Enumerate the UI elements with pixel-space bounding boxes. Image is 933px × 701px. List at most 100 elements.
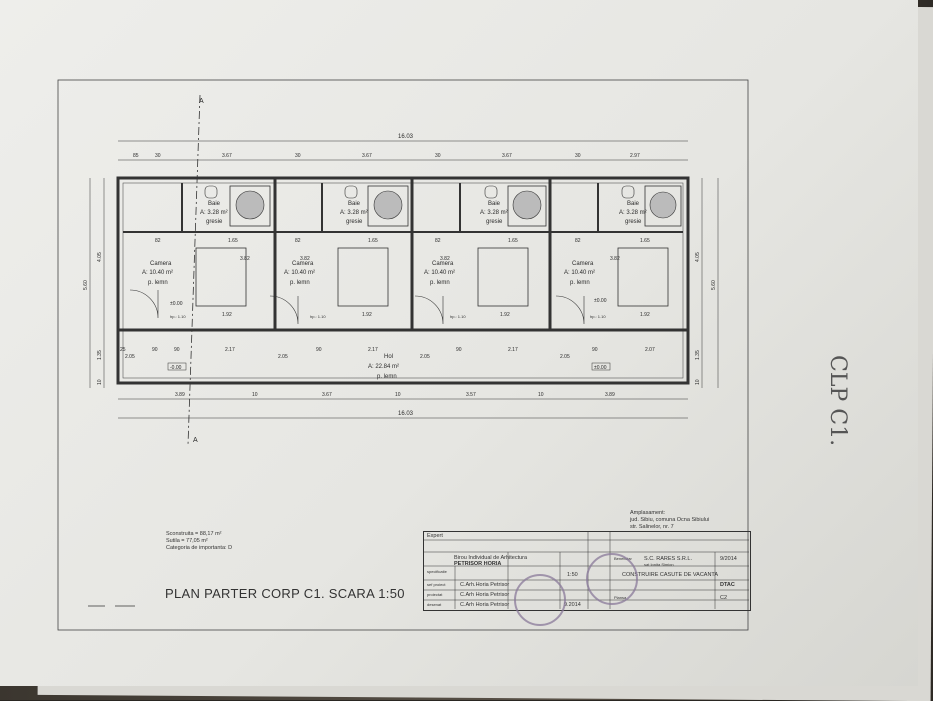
svg-text:1.92: 1.92 [640,312,650,318]
official-stamp [586,553,638,605]
svg-text:3.82: 3.82 [300,256,310,262]
bed [617,247,669,307]
bottom-dim: 3.89 [605,392,615,398]
handwritten-note: CLP C1. [825,355,850,447]
plan-title: PLAN PARTER CORP C1. SCARA 1:50 [165,586,405,601]
tb-author: C.Arh.Horia Petrisor [460,582,510,588]
door-swing [269,295,299,325]
sink-icon [204,185,218,199]
title-block-grid [423,531,749,609]
title-block: Expert Birou Individual de Arhitectura P… [423,531,751,611]
bed [195,247,247,307]
svg-text:90: 90 [456,347,462,353]
svg-text:82: 82 [435,238,441,244]
svg-text:hp.: 1.10: hp.: 1.10 [310,314,326,319]
architect-stamp [514,574,566,626]
svg-text:82: 82 [575,238,581,244]
section-label-bottom: A [193,437,198,444]
door-swing [129,289,159,319]
svg-text:hp.: 1.10: hp.: 1.10 [590,314,606,319]
total-width-top: 16.03 [398,134,414,140]
svg-text:2.05: 2.05 [278,354,288,360]
svg-text:3.82: 3.82 [610,256,620,262]
top-dim: 3.67 [502,153,512,159]
svg-text:±0.00: ±0.00 [594,298,607,304]
top-dim: 3.67 [222,153,232,159]
section-line [187,94,201,446]
svg-text:A: 10.40 m²: A: 10.40 m² [564,270,595,276]
left-dim: 5.60 [83,280,89,290]
hall-area: A: 22.84 m² [368,364,399,370]
tb-project-no: 9/2014 [720,556,737,562]
tb-office: Birou Individual de Arhitectura [454,555,528,561]
left-dim: 1.35 [97,350,103,360]
svg-text:90: 90 [592,347,598,353]
svg-text:1.92: 1.92 [362,312,372,318]
building-inner-line [122,182,684,379]
right-dim: 4.05 [695,252,701,262]
bed [477,247,529,307]
svg-text:1.65: 1.65 [368,238,378,244]
top-dim: 30 [295,153,301,159]
location-label: Amplasament: [630,510,666,516]
tb-role: desenat [427,602,442,607]
svg-text:gresie: gresie [486,219,503,225]
svg-text:2.07: 2.07 [645,347,655,353]
unit-1: Baie A: 3.28 m² gresie Camera A: 10.40 m… [123,178,277,330]
shower-tray [644,185,682,227]
svg-text:hp.: 1.10: hp.: 1.10 [450,314,466,319]
left-dim: 4.05 [97,252,103,262]
svg-text:1.92: 1.92 [500,312,510,318]
hall-label: Hol [384,354,393,360]
svg-text:Baie: Baie [488,201,501,207]
hall-level: ±0.00 [594,365,607,371]
tb-author: C.Arh Horia Petrisor [460,592,510,598]
location-county: jud. Sibiu, comuna Ocna Sibiului [630,517,710,523]
floor-plan: A A 16.03 16.03 85 30 3.67 30 3.67 30 3.… [57,79,749,631]
hall: Hol A: 22.84 m² p. lemn -0.00 ±0.00 [167,354,611,380]
svg-text:1.92: 1.92 [222,312,232,318]
total-width-bottom: 16.03 [398,411,414,417]
tb-scale: 1:50 [567,572,578,578]
bottom-dim: 3.57 [466,392,476,398]
svg-text:p. lemn: p. lemn [290,280,310,286]
sink-icon [484,185,498,199]
svg-text:90: 90 [316,347,322,353]
door-swing [414,295,444,325]
svg-text:Camera: Camera [150,261,172,267]
svg-text:A: 10.40 m²: A: 10.40 m² [284,270,315,276]
tb-date: 9.2014 [564,602,581,608]
shower-drain-icon [373,190,403,220]
shower-drain-icon [512,190,542,220]
svg-text:3.82: 3.82 [440,256,450,262]
drawing-sheet: A A 16.03 16.03 85 30 3.67 30 3.67 30 3.… [0,0,918,686]
shower-drain-icon [649,191,677,219]
svg-text:2.05: 2.05 [560,354,570,360]
svg-text:2.05: 2.05 [125,354,135,360]
svg-text:2.17: 2.17 [225,347,235,353]
svg-text:1.65: 1.65 [508,238,518,244]
top-dim: 30 [575,153,581,159]
svg-text:90: 90 [152,347,158,353]
building-outline [116,176,690,385]
shower-drain-icon [235,190,265,220]
svg-text:A: 3.28 m²: A: 3.28 m² [200,210,228,216]
svg-text:Camera: Camera [432,261,454,267]
svg-text:gresie: gresie [206,219,223,225]
bottom-dim: 3.89 [175,392,185,398]
unit-3: Baie A: 3.28 m² gresie Camera A: 10.40 m… [412,178,552,330]
tb-client-location: sat Ionita Simion [644,562,674,567]
svg-text:2.05: 2.05 [420,354,430,360]
top-dim: 3.67 [362,153,372,159]
svg-text:82: 82 [155,238,161,244]
svg-text:p. lemn: p. lemn [148,280,168,286]
svg-text:Camera: Camera [292,261,314,267]
svg-text:2.17: 2.17 [368,347,378,353]
svg-text:25: 25 [120,347,126,353]
tb-expert: Expert [427,533,443,539]
corridor-dims: 25 90 2.05 90 2.17 2.05 90 2.17 2.05 90 … [120,347,655,360]
top-dim: 30 [435,153,441,159]
top-dim: 30 [155,153,161,159]
svg-text:A: 10.40 m²: A: 10.40 m² [142,270,173,276]
tb-role: specificatie [427,569,447,574]
